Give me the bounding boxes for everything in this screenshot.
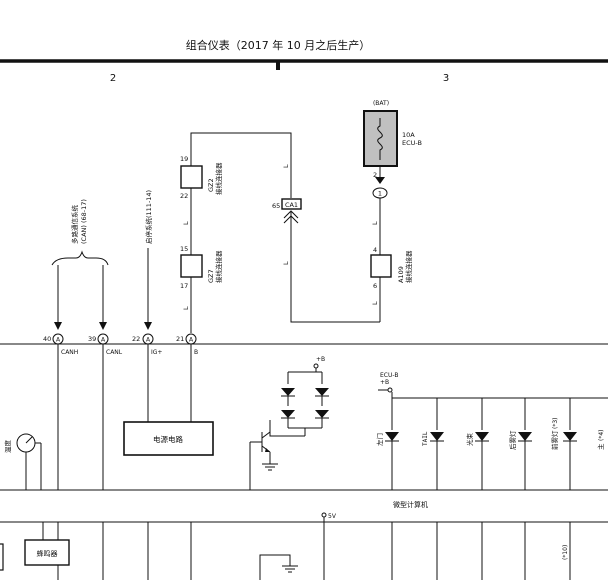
microcomputer-label: 微型计算机 <box>393 500 428 509</box>
ecu-supply-label: ECU-B <box>380 372 398 379</box>
svg-text:A: A <box>189 337 194 344</box>
led-supply-label: +B <box>316 356 325 363</box>
svg-text:TAIL: TAIL <box>422 431 429 446</box>
gz2-desc: 接线连接器 <box>214 162 223 195</box>
power-circuit-block <box>123 421 214 456</box>
fuse-arrow-icon <box>375 177 385 184</box>
svg-text:光束: 光束 <box>465 433 474 447</box>
gz7-code: GZ7 <box>207 269 215 283</box>
fuse-pin-top: 2 <box>373 171 377 179</box>
buzzer-block <box>24 539 70 566</box>
lamp-main-label: 主 <box>596 443 605 450</box>
wire-color-label: L <box>282 164 290 168</box>
terminal-signal-ig: IG+ <box>151 349 162 356</box>
buzzer-label: 蜂鸣器 <box>37 549 58 558</box>
start-stop-system-label: 启停系统(111-14) <box>144 190 153 244</box>
multiplex-system-label: 多路通信系统 <box>70 205 79 245</box>
terminal-signal-canh: CANH <box>61 349 78 356</box>
lamp-rear-fog: 后雾灯 <box>508 398 532 490</box>
fuse-name: ECU-B <box>402 139 422 147</box>
gz2-top-pin: 19 <box>180 155 188 163</box>
led-icon <box>315 388 329 396</box>
connector-ca1 <box>281 198 302 210</box>
terminal-pin-21: 21 <box>176 335 184 343</box>
vcc-5v-label: 5V <box>328 513 337 520</box>
fuse-rating: 10A <box>402 131 415 139</box>
column-number-3: 3 <box>443 73 449 84</box>
gz7-desc: 接线连接器 <box>214 250 223 283</box>
fuse-element-icon <box>377 118 383 160</box>
gz7-bottom-pin: 17 <box>180 282 188 290</box>
led-icon <box>315 410 329 418</box>
lamp-door: 左门 <box>375 398 399 490</box>
wire-color-label: L <box>182 306 190 310</box>
lamp-front-fog: 前雾灯 (*3) <box>550 398 577 490</box>
connector-gz2 <box>180 165 203 189</box>
terminal-pin-22: 22 <box>132 335 140 343</box>
svg-text:左门: 左门 <box>375 433 384 446</box>
ca1-chevron-icon <box>283 210 299 224</box>
connector-a109 <box>370 254 392 278</box>
diagram-title: 组合仪表（2017 年 10 月之后生产） <box>186 38 370 52</box>
svg-text:(*3): (*3) <box>552 418 559 430</box>
a109-bottom-pin: 6 <box>373 282 377 290</box>
connector-gz7 <box>180 254 203 278</box>
terminal-pin-39: 39 <box>88 335 96 343</box>
multiplex-system-ref: (CAN) (68-17) <box>80 199 88 244</box>
wire-color-label: L <box>371 301 379 305</box>
gz2-code: GZ2 <box>207 178 215 192</box>
fuse-bat-label: (BAT) <box>373 100 389 107</box>
lamp-beam: 光束 <box>465 398 489 490</box>
svg-text:前雾灯: 前雾灯 <box>550 430 559 450</box>
a109-code: A109 <box>397 266 405 283</box>
terminal-signal-canl: CANL <box>106 349 123 356</box>
svg-text:A: A <box>146 337 151 344</box>
led-icon <box>281 410 295 418</box>
terminal-pin-40: 40 <box>43 335 51 343</box>
svg-text:A: A <box>56 337 61 344</box>
a109-top-pin: 4 <box>373 246 377 254</box>
lamp-main-note: (*4) <box>598 430 605 442</box>
gz2-bottom-pin: 22 <box>180 192 188 200</box>
lower-component <box>259 554 291 580</box>
lamp-tail: TAIL <box>422 398 444 490</box>
ca1-code: CA1 <box>285 201 298 209</box>
ecu-supply-plus-b: +B <box>380 379 389 386</box>
vcc-5v-node <box>321 512 327 518</box>
column-number-2: 2 <box>110 73 116 84</box>
wire-color-label: L <box>371 221 379 225</box>
svg-text:后雾灯: 后雾灯 <box>508 430 517 450</box>
multiplex-bracket <box>51 250 109 266</box>
header-mark <box>276 61 280 70</box>
wire-color-label: L <box>282 261 290 265</box>
wire-color-label: L <box>182 221 190 225</box>
power-circuit-label: 电源电路 <box>153 434 183 444</box>
temperature-label: 温度 <box>3 440 12 454</box>
a109-desc: 接线连接器 <box>404 250 413 283</box>
terminal-signal-b: B <box>194 349 198 356</box>
led-icon <box>281 388 295 396</box>
ca1-pin: 65 <box>272 202 280 210</box>
svg-text:A: A <box>101 337 106 344</box>
fuse-connector-number: 1 <box>378 190 382 198</box>
wire-b-loop <box>190 132 292 198</box>
left-edge-block <box>0 543 4 571</box>
gz7-top-pin: 15 <box>180 245 188 253</box>
bottom-note: (*10) <box>562 545 569 560</box>
